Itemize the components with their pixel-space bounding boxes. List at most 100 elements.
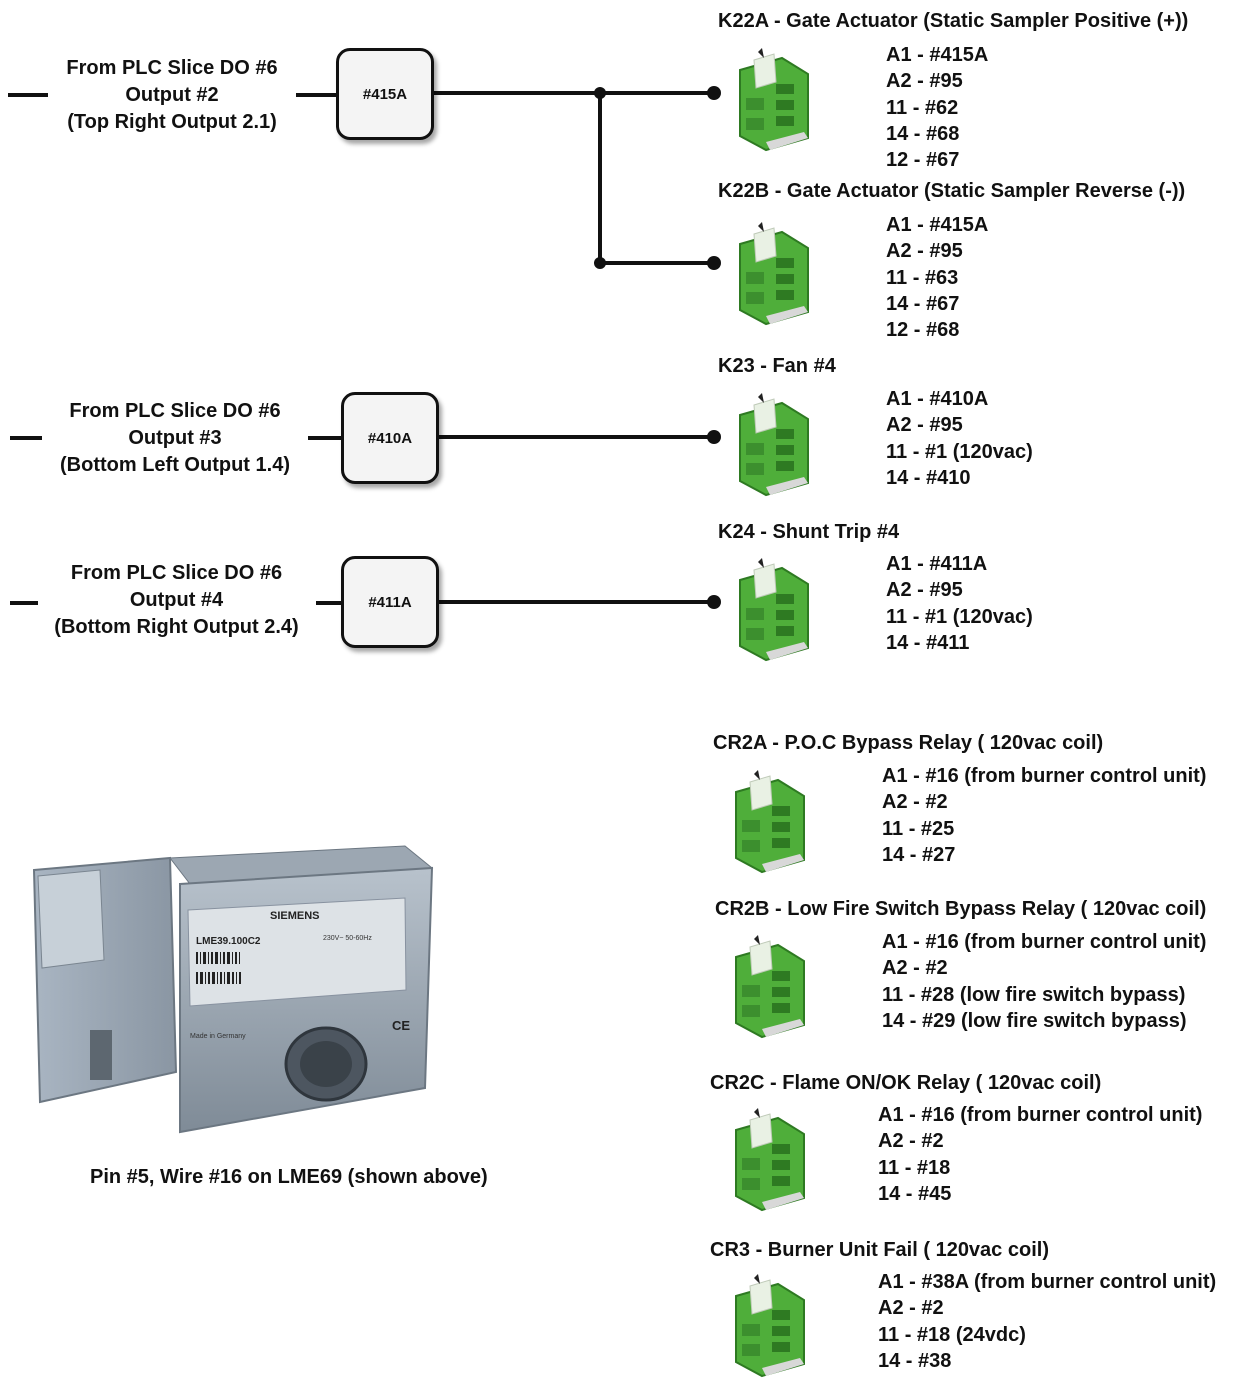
relay-pin: A1 - #38A (from burner control unit)	[878, 1271, 1217, 1293]
relay-pin: 11 - #28 (low fire switch bypass)	[882, 983, 1186, 1006]
source-line: (Bottom Left Output 1.4)	[60, 454, 290, 476]
source-line: From PLC Slice DO #6	[70, 562, 283, 584]
relay-pin: A2 - #2	[882, 791, 948, 814]
relay-pin-list: A1 - #415A A2 - #95 11 - #62 14 - #68 12 - #…	[886, 42, 988, 173]
relay-pin: 11 - #63	[886, 266, 959, 289]
relay-pin: A2 - #95	[886, 579, 963, 602]
wire-tag-label: #410A	[367, 429, 413, 447]
relay-pin-list: A1 - #16 (from burner control unit) A2 - …	[882, 929, 1206, 1034]
relay-image	[726, 1100, 816, 1212]
relay-pin: 11 - #1 (120vac)	[886, 440, 1033, 463]
relay-pin: 14 - #29 (low fire switch bypass)	[882, 1009, 1187, 1032]
relay-image	[726, 1266, 816, 1378]
device-brand: SIEMENS	[270, 910, 320, 922]
relay-image	[730, 385, 820, 497]
source-line: (Top Right Output 2.1)	[67, 111, 277, 133]
device-caption: Pin #5, Wire #16 on LME69 (shown above)	[90, 1166, 488, 1188]
device-origin: Made in Germany	[190, 1033, 246, 1040]
wire-tag-label: #411A	[368, 593, 412, 611]
source-line: From PLC Slice DO #6	[69, 400, 281, 422]
wire-tag-label: #415A	[362, 85, 408, 103]
relay-icon	[739, 558, 809, 662]
relay-pin: A2 - #95	[886, 414, 963, 437]
relay-pin: 11 - #18	[878, 1156, 951, 1179]
junction-dot	[594, 87, 606, 99]
source-line: Output #3	[128, 427, 222, 449]
relay-pin-list: A1 - #16 (from burner control unit) A2 - …	[878, 1102, 1202, 1207]
relay-pin: 11 - #25	[882, 817, 955, 840]
device-model: LME39.100C2	[196, 936, 261, 947]
relay-pin: A1 - #415A	[886, 44, 989, 66]
wire-tag-411a: #411A	[341, 556, 439, 648]
relay-icon	[739, 393, 809, 497]
burner-control-unit-image: SIEMENS LME39.100C2 230V~ 50-60Hz CE Mad…	[32, 845, 434, 1134]
terminal-dot	[707, 430, 721, 444]
relay-title: CR2A - P.O.C Bypass Relay ( 120vac coil)	[713, 732, 1104, 754]
relay-pin: A1 - #16 (from burner control unit)	[882, 765, 1207, 787]
relay-pin-list: A1 - #410A A2 - #95 11 - #1 (120vac) 14 - #…	[886, 386, 1033, 491]
source-line: Output #2	[125, 84, 219, 106]
relay-title: K22B - Gate Actuator (Static Sampler Rev…	[718, 180, 1186, 202]
relay-pin: 11 - #1 (120vac)	[886, 605, 1033, 628]
relay-image	[730, 214, 820, 326]
relay-icon	[735, 1274, 805, 1378]
relay-icon	[739, 48, 809, 152]
relay-pin-list: A1 - #415A A2 - #95 11 - #63 14 - #67 12 - #…	[886, 212, 988, 343]
plc-source-2: From PLC Slice DO #6 Output #3 (Bottom L…	[40, 398, 310, 479]
wire-415a	[8, 91, 714, 265]
relay-pin: A2 - #95	[886, 240, 963, 263]
source-line: Output #4	[129, 589, 224, 611]
wire-410a	[10, 435, 714, 440]
relay-title: K22A - Gate Actuator (Static Sampler Pos…	[718, 10, 1189, 32]
relay-pin: 14 - #67	[886, 292, 960, 315]
relay-pin: 14 - #27	[882, 843, 956, 866]
relay-pin: A2 - #2	[882, 957, 948, 980]
relay-image	[726, 927, 816, 1039]
device-ce-mark: CE	[392, 1018, 410, 1033]
source-line: (Bottom Right Output 2.4)	[54, 616, 299, 638]
relay-pin: A1 - #415A	[886, 214, 989, 236]
relay-image	[730, 550, 820, 662]
junction-dot	[594, 257, 606, 269]
terminal-dot	[707, 256, 721, 270]
relay-title: CR3 - Burner Unit Fail ( 120vac coil)	[710, 1239, 1049, 1261]
wire-411a	[10, 600, 714, 605]
relay-pin: A2 - #2	[878, 1130, 944, 1153]
plc-source-1: From PLC Slice DO #6 Output #2 (Top Righ…	[48, 55, 296, 136]
relay-pin: A1 - #411A	[886, 553, 988, 575]
wire-tag-410a: #410A	[341, 392, 439, 484]
relay-title: CR2B - Low Fire Switch Bypass Relay ( 12…	[715, 898, 1207, 920]
relay-title: K23 - Fan #4	[718, 355, 836, 377]
plc-source-3: From PLC Slice DO #6 Output #4 (Bottom R…	[34, 560, 319, 641]
relay-pin: 11 - #62	[886, 96, 959, 119]
relay-pin: 14 - #38	[878, 1349, 952, 1372]
relay-pin: A1 - #16 (from burner control unit)	[882, 931, 1207, 953]
relay-icon	[735, 1108, 805, 1212]
relay-title: CR2C - Flame ON/OK Relay ( 120vac coil)	[710, 1072, 1102, 1094]
device-rating: 230V~ 50-60Hz	[323, 935, 372, 942]
terminal-dot	[707, 595, 721, 609]
relay-pin-list: A1 - #16 (from burner control unit) A2 - …	[882, 763, 1206, 868]
relay-pin: A1 - #410A	[886, 388, 989, 410]
relay-pin: A2 - #95	[886, 70, 963, 93]
relay-pin: 14 - #68	[886, 122, 960, 145]
wire-tag-415a: #415A	[336, 48, 434, 140]
relay-pin-list: A1 - #411A A2 - #95 11 - #1 (120vac) 14 - #…	[886, 551, 1033, 656]
relay-image	[730, 40, 820, 152]
relay-image	[726, 762, 816, 874]
relay-icon	[739, 222, 809, 326]
relay-pin: 14 - #45	[878, 1182, 952, 1205]
relay-pin: A1 - #16 (from burner control unit)	[878, 1104, 1203, 1126]
terminal-dot	[707, 86, 721, 100]
relay-title: K24 - Shunt Trip #4	[718, 521, 900, 543]
relay-pin: 11 - #18 (24vdc)	[878, 1323, 1026, 1346]
relay-pin: 12 - #68	[886, 319, 960, 342]
relay-icon	[735, 770, 805, 874]
relay-pin-list: A1 - #38A (from burner control unit)A2 -…	[878, 1269, 1216, 1374]
relay-pin: 12 - #67	[886, 149, 960, 172]
relay-pin: 14 - #410	[886, 466, 971, 489]
source-line: From PLC Slice DO #6	[66, 57, 278, 79]
relay-icon	[735, 935, 805, 1039]
relay-pin: 14 - #411	[886, 631, 970, 654]
